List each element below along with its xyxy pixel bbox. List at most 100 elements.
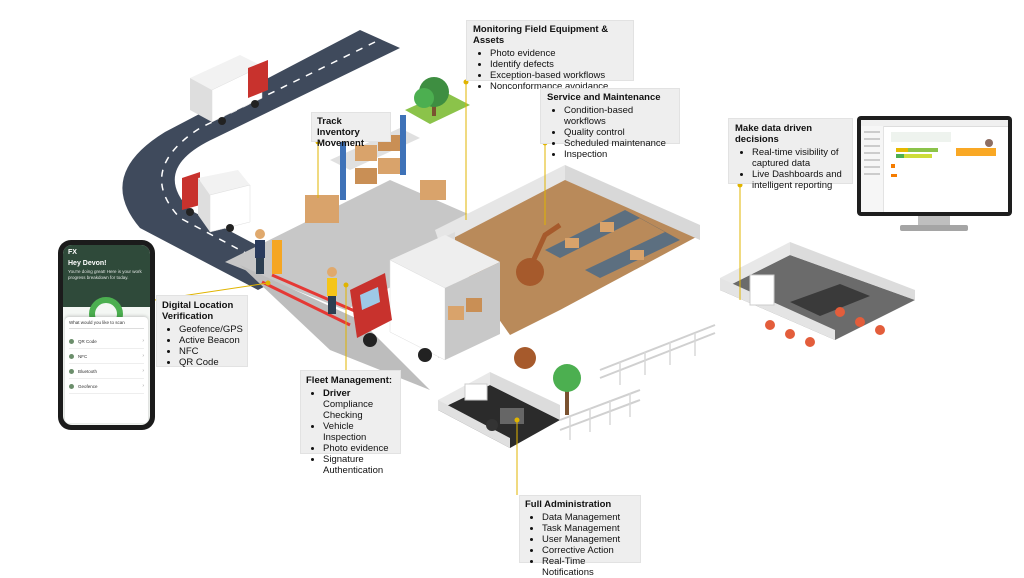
chevron-right-icon: › — [142, 353, 144, 359]
phone-greeting: Hey Devon! — [68, 260, 107, 267]
chevron-right-icon: › — [142, 383, 144, 389]
list-item: Real-Time Notifications — [542, 556, 635, 578]
callout-inventory-title-line2: Movement — [317, 138, 364, 149]
callout-monitoring-title: Monitoring Field Equipment & Assets — [473, 24, 609, 46]
list-item: Vehicle Inspection — [323, 421, 395, 443]
dashboard-screen — [861, 120, 1008, 212]
callout-location: Digital Location Verification Geofence/G… — [156, 295, 248, 368]
fence-back — [599, 324, 716, 379]
list-item: Geofence/GPS — [179, 324, 243, 335]
callout-location-title: Digital Location Verification — [162, 300, 242, 322]
callout-monitoring-list: Photo evidence Identify defects Exceptio… — [473, 48, 627, 92]
callout-admin-title: Full Administration — [525, 499, 612, 510]
callout-decisions: Make data driven decisions Real-time vis… — [728, 118, 853, 191]
fleet-truck — [350, 235, 500, 362]
robot-arm — [527, 222, 562, 270]
admin-office — [438, 372, 560, 448]
app-logo: FX — [68, 249, 77, 256]
scanner-post — [272, 240, 282, 274]
inventory-shelves — [305, 115, 446, 223]
callout-inventory-title-line1: Track Inventory — [317, 116, 360, 138]
road-markings — [160, 41, 376, 267]
callout-monitoring: Monitoring Field Equipment & Assets Phot… — [466, 20, 634, 92]
dashboard-widgets — [891, 132, 996, 177]
desktop-monitor — [857, 116, 1012, 216]
callout-admin: Full Administration Data Management Task… — [519, 495, 641, 578]
list-item: Inspection — [564, 149, 673, 160]
yard-floor-front — [240, 265, 430, 390]
dashboard-bar — [904, 154, 932, 158]
tree-fence — [553, 364, 581, 415]
worker-yard — [327, 267, 337, 314]
callout-service: Service and Maintenance Condition-based … — [540, 88, 680, 160]
list-item: Corrective Action — [542, 545, 635, 556]
dashboard-gauge — [985, 139, 993, 147]
scan-prompt: What would you like to scan — [69, 320, 144, 329]
warehouse-wall-left — [435, 165, 565, 245]
list-item: Condition-based workflows — [564, 105, 673, 127]
scan-sheet: What would you like to scan QR Code› NFC… — [65, 317, 148, 423]
list-item: Photo evidence — [323, 443, 395, 454]
callout-service-list: Condition-based workflows Quality contro… — [547, 105, 673, 160]
location-pin-icon — [69, 383, 74, 389]
robot-arm-base — [516, 258, 544, 286]
callout-decisions-title: Make data driven decisions — [735, 123, 813, 145]
phone-device: FX Hey Devon! You're doing great! Here i… — [58, 240, 155, 430]
callout-inventory: Track Inventory Movement — [311, 112, 391, 149]
chevron-right-icon: › — [142, 338, 144, 344]
dashboard-kpi — [891, 132, 951, 142]
monitor-stand — [918, 216, 950, 226]
nfc-icon — [69, 353, 74, 359]
callout-fleet: Fleet Management: Driver ComplianceCheck… — [300, 370, 401, 476]
scan-option-nfc[interactable]: NFC› — [69, 349, 144, 364]
scan-option-bluetooth[interactable]: Bluetooth› — [69, 364, 144, 379]
truck-middle — [182, 170, 251, 233]
dashboard-bar — [908, 148, 938, 152]
list-item: Nonconformance avoidance — [490, 81, 627, 92]
callout-location-list: Geofence/GPS Active Beacon NFC QR Code — [162, 324, 243, 368]
leader-lines — [154, 82, 741, 495]
callout-location-title-line1: Digital Location — [162, 300, 234, 311]
scan-option-geofence[interactable]: Geofence› — [69, 379, 144, 394]
callout-admin-list: Data Management Task Management User Man… — [525, 512, 635, 578]
callout-service-title: Service and Maintenance — [547, 92, 661, 103]
list-item: Photo evidence — [490, 48, 627, 59]
list-item: NFC — [179, 346, 242, 357]
fence-front — [559, 389, 641, 431]
monitor-base — [900, 225, 968, 231]
scan-option-qr[interactable]: QR Code› — [69, 334, 144, 349]
callout-location-title-line2: Verification — [162, 311, 214, 322]
robot-arm-lower — [514, 347, 536, 369]
list-item: Active Beacon — [179, 335, 242, 346]
tree-right — [405, 77, 470, 124]
phone-screen: FX Hey Devon! You're doing great! Here i… — [63, 245, 150, 425]
dashboard-bar — [896, 154, 904, 158]
callout-fleet-title: Fleet Management: — [306, 375, 393, 386]
list-item: Identify defects — [490, 59, 627, 70]
dashboard-sidebar — [861, 126, 884, 212]
list-item: Task Management — [542, 523, 635, 534]
list-item: QR Code — [179, 357, 242, 368]
bluetooth-icon — [69, 368, 74, 374]
chevron-right-icon: › — [142, 368, 144, 374]
list-item: Quality control — [564, 127, 673, 138]
dashboard-bar — [896, 148, 908, 152]
list-item: Scheduled maintenance — [564, 138, 673, 149]
worker-gate — [255, 229, 265, 274]
phone-subtitle: You're doing great! Here is your work pr… — [68, 269, 142, 280]
dashboard-marker — [891, 174, 897, 177]
qr-code-icon — [69, 338, 74, 344]
truck-top — [190, 55, 268, 125]
callout-inventory-title: Track Inventory Movement — [317, 116, 385, 149]
fence-posts — [569, 333, 696, 440]
list-item: User Management — [542, 534, 635, 545]
warehouse-wall-right — [565, 165, 700, 240]
dashboard-bar — [956, 148, 996, 156]
